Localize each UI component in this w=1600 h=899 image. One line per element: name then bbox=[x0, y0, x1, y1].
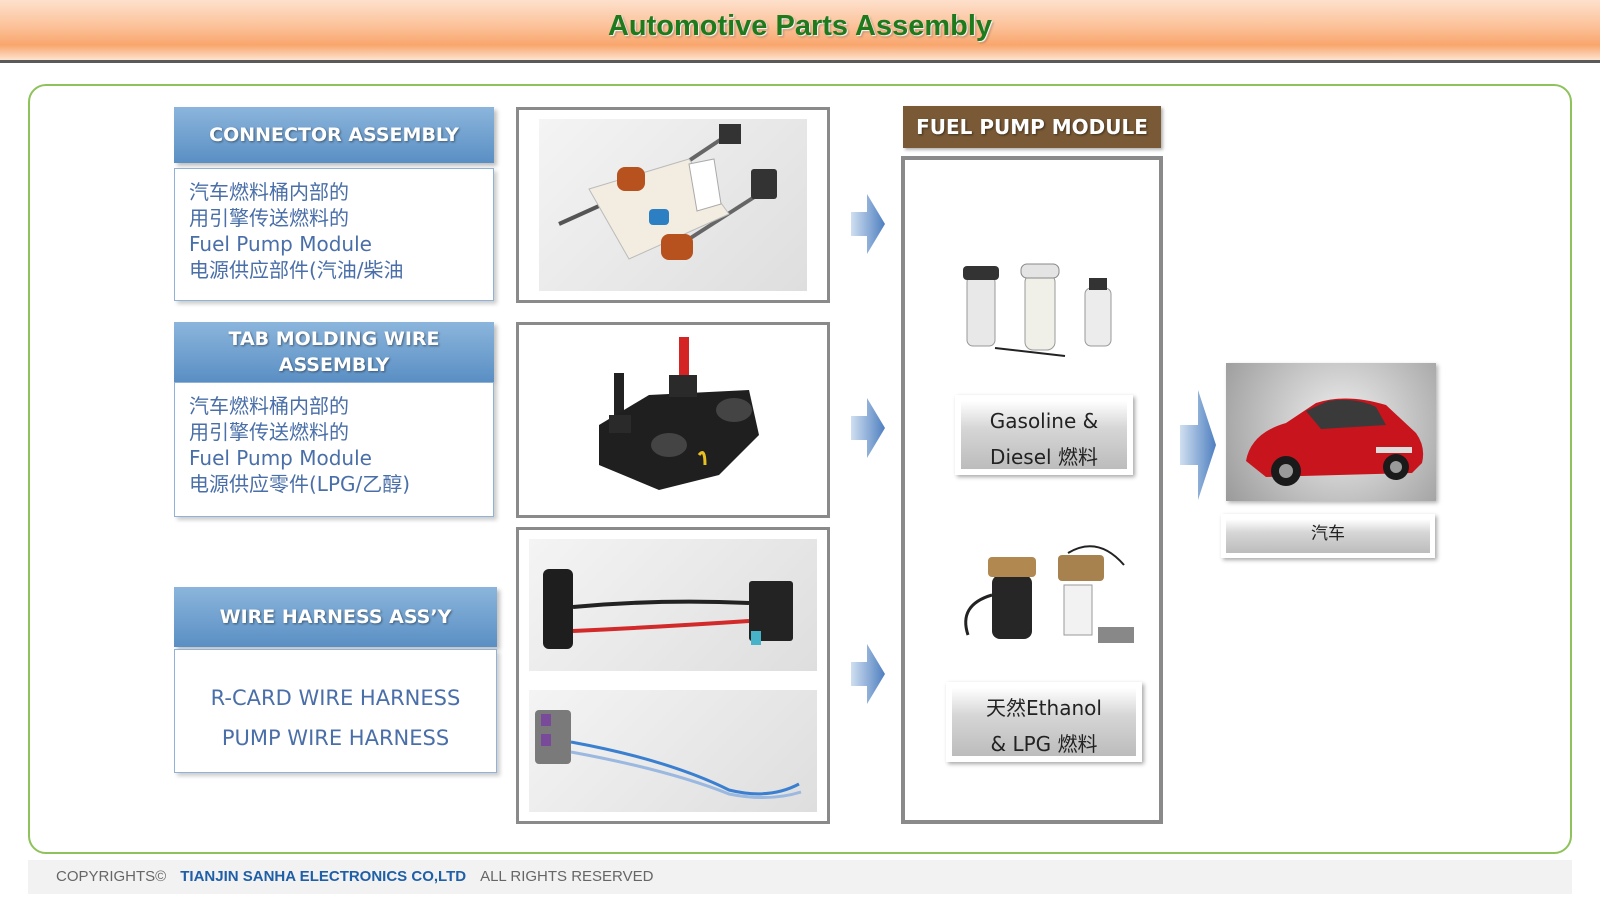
description-line: PUMP WIRE HARNESS bbox=[221, 726, 450, 750]
tab-molding-heading: TAB MOLDING WIRE ASSEMBLY bbox=[174, 322, 494, 382]
footer-text: COPYRIGHTS© TIANJIN SANHA ELECTRONICS CO,… bbox=[56, 868, 653, 885]
arrow-right-icon bbox=[1180, 390, 1216, 500]
connector-assembly-heading: CONNECTOR ASSEMBLY bbox=[174, 107, 494, 163]
description-line: 电源供应部件(汽油/柴油 bbox=[189, 258, 404, 282]
label-line: Gasoline & bbox=[989, 409, 1099, 433]
pump-harness-photo bbox=[529, 690, 817, 812]
tab-molding-photo bbox=[599, 337, 759, 490]
description-line: 汽车燃料桶内部的 bbox=[189, 180, 349, 204]
ethanol-lpg-pump-photo bbox=[964, 545, 1134, 643]
arrow-right-icon bbox=[851, 644, 885, 704]
connector-photo-frame bbox=[516, 107, 830, 303]
tab-molding-photo-frame bbox=[516, 322, 830, 518]
page-title: Automotive Parts Assembly bbox=[607, 10, 993, 42]
wire-harness-description: R-CARD WIRE HARNESS PUMP WIRE HARNESS bbox=[174, 649, 497, 773]
label-line: 天然Ethanol bbox=[986, 696, 1102, 720]
description-line: Fuel Pump Module bbox=[189, 232, 372, 256]
car-label: 汽车 bbox=[1221, 514, 1435, 558]
gasoline-pump-photo bbox=[963, 263, 1112, 357]
gasoline-diesel-label: Gasoline & Diesel 燃料 bbox=[955, 395, 1133, 475]
description-line: 用引擎传送燃料的 bbox=[189, 206, 349, 230]
car-photo bbox=[1226, 363, 1436, 501]
rights-label: ALL RIGHTS RESERVED bbox=[480, 868, 654, 885]
fuel-pump-module-heading: FUEL PUMP MODULE bbox=[903, 106, 1161, 148]
r-card-harness-photo bbox=[529, 539, 817, 671]
content-frame bbox=[28, 84, 1572, 854]
header-band bbox=[0, 0, 1600, 60]
tab-molding-description: 汽车燃料桶内部的 用引擎传送燃料的 Fuel Pump Module 电源供应零… bbox=[174, 382, 494, 517]
description-line: R-CARD WIRE HARNESS bbox=[210, 686, 461, 710]
ethanol-lpg-label: 天然Ethanol & LPG 燃料 bbox=[946, 682, 1142, 762]
connector-assembly-description: 汽车燃料桶内部的 用引擎传送燃料的 Fuel Pump Module 电源供应部… bbox=[174, 168, 494, 301]
label-line: Diesel 燃料 bbox=[990, 445, 1098, 469]
copyright-label: COPYRIGHTS© bbox=[56, 868, 167, 885]
description-line: 电源供应零件(LPG/乙醇) bbox=[189, 472, 411, 496]
connector-photo bbox=[539, 119, 807, 291]
arrow-right-icon bbox=[851, 398, 885, 458]
company-name: TIANJIN SANHA ELECTRONICS CO,LTD bbox=[180, 868, 467, 885]
label-line: & LPG 燃料 bbox=[990, 732, 1098, 756]
wire-harness-photo-frame bbox=[516, 527, 830, 824]
description-line: 汽车燃料桶内部的 bbox=[189, 394, 349, 418]
arrow-right-icon bbox=[851, 194, 885, 254]
description-line: Fuel Pump Module bbox=[189, 446, 372, 470]
description-line: 用引擎传送燃料的 bbox=[189, 420, 349, 444]
footer-bar bbox=[28, 860, 1572, 894]
wire-harness-heading: WIRE HARNESS ASS’Y bbox=[174, 587, 497, 647]
header-divider bbox=[0, 60, 1600, 63]
